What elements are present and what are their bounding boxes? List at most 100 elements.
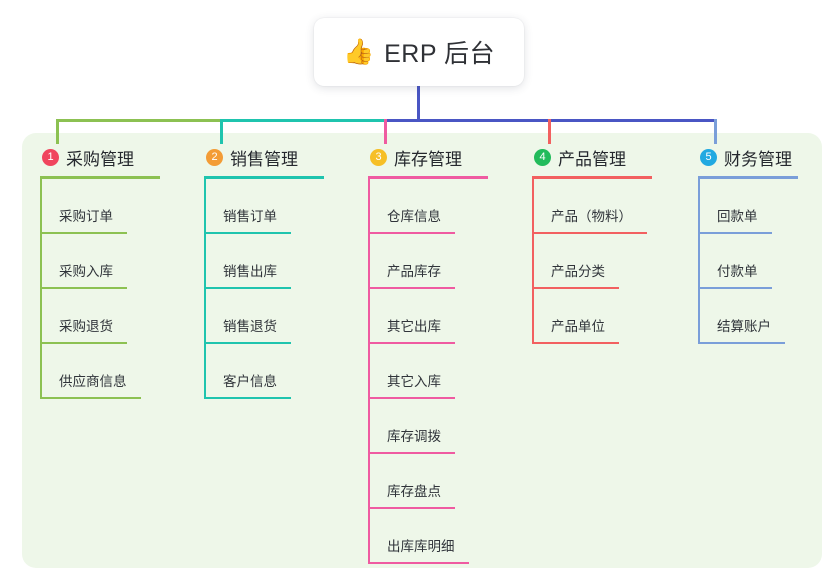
leaf-item-rule (698, 342, 785, 344)
leaf-item[interactable]: 其它入库 (368, 344, 518, 399)
drop-line-column-2 (220, 119, 223, 144)
column-spine (698, 179, 700, 344)
column-header-rule (204, 176, 324, 179)
leaf-item[interactable]: 其它出库 (368, 289, 518, 344)
column-header-4[interactable]: 4 产品管理 (532, 144, 682, 170)
leaf-item-label: 产品单位 (551, 319, 605, 334)
column-header-2[interactable]: 2 销售管理 (204, 144, 354, 170)
leaf-item-label: 其它入库 (387, 374, 441, 389)
leaf-item-label: 库存盘点 (387, 484, 441, 499)
leaf-item[interactable]: 销售订单 (204, 179, 354, 234)
leaf-item[interactable]: 产品库存 (368, 234, 518, 289)
column-items: 仓库信息产品库存其它出库其它入库库存调拨库存盘点出库库明细 (368, 179, 518, 564)
leaf-item[interactable]: 库存调拨 (368, 399, 518, 454)
column-3: 3 库存管理仓库信息产品库存其它出库其它入库库存调拨库存盘点出库库明细 (368, 144, 518, 564)
leaf-item[interactable]: 付款单 (698, 234, 828, 289)
column-number-badge: 1 (42, 148, 59, 166)
leaf-item-rule (40, 232, 127, 234)
leaf-item[interactable]: 产品分类 (532, 234, 682, 289)
column-header-3[interactable]: 3 库存管理 (368, 144, 518, 170)
leaf-item-label: 销售出库 (223, 264, 277, 279)
column-title: 采购管理 (66, 149, 134, 169)
column-spine (368, 179, 370, 564)
leaf-item[interactable]: 产品单位 (532, 289, 682, 344)
leaf-item-label: 付款单 (717, 264, 758, 279)
column-title: 财务管理 (724, 149, 792, 169)
column-number-badge: 4 (534, 148, 551, 166)
leaf-item-label: 产品分类 (551, 264, 605, 279)
column-number-badge: 2 (206, 148, 223, 166)
bus-segment-1 (56, 119, 220, 122)
leaf-item[interactable]: 供应商信息 (40, 344, 190, 399)
column-header-rule (698, 176, 798, 179)
root-node[interactable]: 👍 ERP 后台 (314, 18, 524, 86)
column-spine (532, 179, 534, 344)
root-title: ERP 后台 (384, 40, 496, 68)
leaf-item-label: 销售订单 (223, 209, 277, 224)
leaf-item-label: 采购订单 (59, 209, 113, 224)
column-spine (204, 179, 206, 399)
leaf-item[interactable]: 库存盘点 (368, 454, 518, 509)
leaf-item-rule (368, 452, 455, 454)
leaf-item-rule (368, 397, 455, 399)
leaf-item[interactable]: 采购退货 (40, 289, 190, 344)
leaf-item[interactable]: 客户信息 (204, 344, 354, 399)
leaf-item-rule (204, 287, 291, 289)
column-items: 采购订单采购入库采购退货供应商信息 (40, 179, 190, 399)
column-title: 库存管理 (394, 149, 462, 169)
column-items: 销售订单销售出库销售退货客户信息 (204, 179, 354, 399)
leaf-item[interactable]: 仓库信息 (368, 179, 518, 234)
leaf-item-rule (698, 232, 772, 234)
leaf-item-rule (532, 342, 619, 344)
diagram-panel (22, 133, 822, 568)
leaf-item-rule (368, 507, 455, 509)
column-2: 2 销售管理销售订单销售出库销售退货客户信息 (204, 144, 354, 399)
column-1: 1 采购管理采购订单采购入库采购退货供应商信息 (40, 144, 190, 399)
leaf-item-label: 回款单 (717, 209, 758, 224)
column-items: 产品（物料） 产品分类产品单位 (532, 179, 682, 344)
leaf-item-label: 库存调拨 (387, 429, 441, 444)
leaf-item-label: 其它出库 (387, 319, 441, 334)
leaf-item[interactable]: 销售退货 (204, 289, 354, 344)
leaf-item-rule (368, 342, 455, 344)
column-title: 产品管理 (558, 149, 626, 169)
column-items: 回款单付款单结算账户 (698, 179, 828, 344)
column-header-rule (368, 176, 488, 179)
leaf-item[interactable]: 销售出库 (204, 234, 354, 289)
leaf-item[interactable]: 产品（物料） (532, 179, 682, 234)
leaf-item-label: 供应商信息 (59, 374, 127, 389)
leaf-item[interactable]: 回款单 (698, 179, 828, 234)
leaf-item-label: 客户信息 (223, 374, 277, 389)
leaf-item-rule (532, 232, 647, 234)
leaf-item-label: 出库库明细 (387, 539, 455, 554)
leaf-item-rule (40, 287, 127, 289)
leaf-item-rule (40, 397, 141, 399)
column-header-rule (532, 176, 652, 179)
leaf-item[interactable]: 出库库明细 (368, 509, 518, 564)
leaf-item-label: 销售退货 (223, 319, 277, 334)
leaf-item-rule (204, 232, 291, 234)
leaf-item-rule (368, 232, 455, 234)
leaf-item-label: 产品（物料） (551, 209, 632, 224)
leaf-item-rule (532, 287, 619, 289)
column-header-1[interactable]: 1 采购管理 (40, 144, 190, 170)
column-number-badge: 3 (370, 148, 387, 166)
leaf-item-label: 仓库信息 (387, 209, 441, 224)
leaf-item-rule (368, 562, 469, 564)
drop-line-column-3 (384, 119, 387, 144)
column-4: 4 产品管理产品（物料） 产品分类产品单位 (532, 144, 682, 344)
drop-line-column-1 (56, 119, 59, 144)
leaf-item[interactable]: 结算账户 (698, 289, 828, 344)
leaf-item-rule (204, 342, 291, 344)
leaf-item[interactable]: 采购入库 (40, 234, 190, 289)
leaf-item-label: 结算账户 (717, 319, 771, 334)
leaf-item-label: 采购退货 (59, 319, 113, 334)
trunk-line (417, 86, 420, 121)
leaf-item-rule (698, 287, 772, 289)
bus-segment-2 (220, 119, 384, 122)
leaf-item-label: 产品库存 (387, 264, 441, 279)
leaf-item[interactable]: 采购订单 (40, 179, 190, 234)
column-title: 销售管理 (230, 149, 298, 169)
